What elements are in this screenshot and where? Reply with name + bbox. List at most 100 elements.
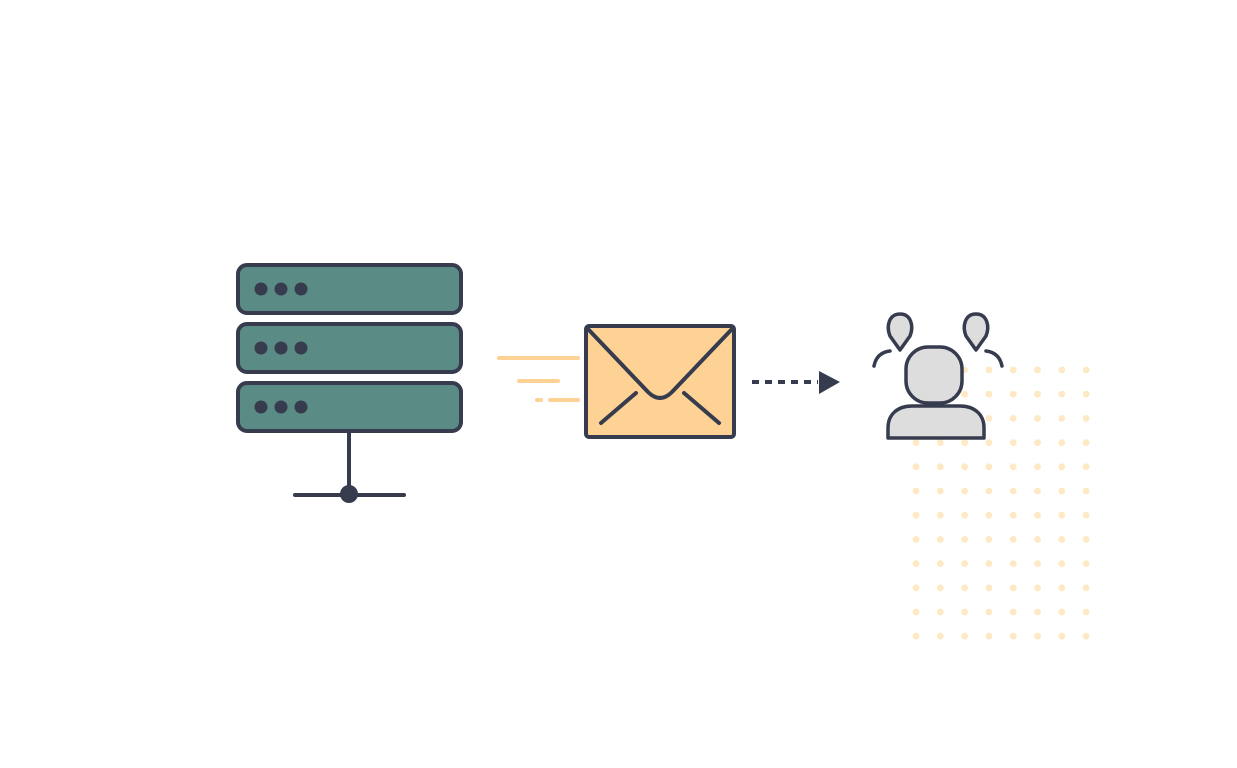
grid-dot [961, 511, 968, 519]
grid-dot [912, 463, 920, 471]
grid-dot [961, 439, 968, 446]
grid-dot [936, 632, 944, 640]
grid-dot [1034, 366, 1041, 374]
grid-dot [936, 536, 944, 543]
grid-dot [1058, 560, 1066, 567]
primary-user-icon [886, 345, 986, 440]
grid-dot [912, 487, 920, 495]
server-led-icon [294, 282, 308, 296]
grid-dot [985, 439, 993, 446]
server-led-icon [254, 400, 268, 414]
grid-dot [1082, 487, 1090, 495]
grid-dot [1058, 584, 1066, 592]
server-led-icon [274, 400, 288, 414]
server-led-icon [274, 341, 288, 355]
server-unit-middle [236, 322, 463, 374]
grid-dot [1009, 463, 1017, 471]
grid-dot [936, 439, 944, 446]
grid-dot [985, 632, 993, 640]
grid-dot [1082, 463, 1090, 471]
grid-dot [1058, 415, 1066, 422]
grid-dot [1058, 390, 1066, 398]
envelope-body [584, 324, 736, 439]
server-led-icon [294, 341, 308, 355]
grid-dot [1009, 366, 1017, 374]
grid-dot [961, 390, 968, 398]
grid-dot [1058, 536, 1066, 543]
grid-dot [1058, 511, 1066, 519]
grid-dot [936, 487, 944, 495]
grid-dot [1034, 463, 1041, 471]
secondary-user-right-icon [962, 312, 1004, 368]
grid-dot [936, 511, 944, 519]
grid-dot [1034, 632, 1041, 640]
grid-dot [1058, 487, 1066, 495]
grid-dot [985, 487, 993, 495]
grid-dot [985, 390, 993, 398]
user-group-icon [872, 312, 1004, 440]
grid-dot [1009, 487, 1017, 495]
grid-dot [961, 463, 968, 471]
grid-dot [961, 560, 968, 567]
envelope-icon [584, 324, 736, 439]
server-status-leds [254, 282, 308, 414]
grid-dot [1009, 390, 1017, 398]
grid-dot [1058, 366, 1066, 374]
grid-dot [1058, 439, 1066, 446]
server-led-icon [274, 282, 288, 296]
grid-dot [1009, 439, 1017, 446]
grid-dot [1058, 463, 1066, 471]
grid-dot [1058, 608, 1066, 616]
grid-dot [985, 536, 993, 543]
grid-dot [961, 632, 968, 640]
envelope-fold-right [682, 391, 721, 425]
grid-dot [936, 608, 944, 616]
secondary-user-left-icon [872, 312, 914, 368]
envelope-fold-left [599, 391, 638, 425]
grid-dot [912, 439, 920, 446]
grid-dot [1082, 415, 1090, 422]
grid-dot [912, 584, 920, 592]
grid-dot [985, 415, 993, 422]
server-led-icon [294, 400, 308, 414]
grid-dot [912, 536, 920, 543]
grid-dot [912, 608, 920, 616]
grid-dot [936, 560, 944, 567]
grid-dot [1009, 560, 1017, 567]
grid-dot [985, 608, 993, 616]
grid-dot [985, 560, 993, 567]
grid-dot [936, 463, 944, 471]
grid-dot [912, 560, 920, 567]
grid-dot [1082, 366, 1090, 374]
grid-dot [1034, 536, 1041, 543]
server-led-icon [254, 282, 268, 296]
grid-dot [1082, 560, 1090, 567]
grid-dot [1034, 608, 1041, 616]
grid-dot [1082, 511, 1090, 519]
grid-dot [1082, 608, 1090, 616]
grid-dot [1058, 632, 1066, 640]
server-unit-top [236, 263, 463, 315]
dot-grid-pattern [912, 366, 1090, 640]
grid-dot [961, 608, 968, 616]
grid-dot [985, 366, 993, 374]
grid-dot [1009, 511, 1017, 519]
grid-dot [1082, 536, 1090, 543]
grid-dot [1034, 390, 1041, 398]
grid-dot [1082, 439, 1090, 446]
grid-dot [1082, 390, 1090, 398]
network-node-dot [340, 485, 358, 503]
grid-dot [1034, 584, 1041, 592]
server-unit-bottom [236, 381, 463, 433]
grid-dot [936, 584, 944, 592]
dotted-arrow-connector [752, 371, 840, 394]
grid-dot [1009, 415, 1017, 422]
grid-dot [985, 511, 993, 519]
grid-dot [1009, 632, 1017, 640]
grid-dot [1009, 608, 1017, 616]
grid-dot [912, 632, 920, 640]
server-rack-icon [236, 263, 463, 503]
grid-dot [961, 487, 968, 495]
grid-dot [912, 511, 920, 519]
